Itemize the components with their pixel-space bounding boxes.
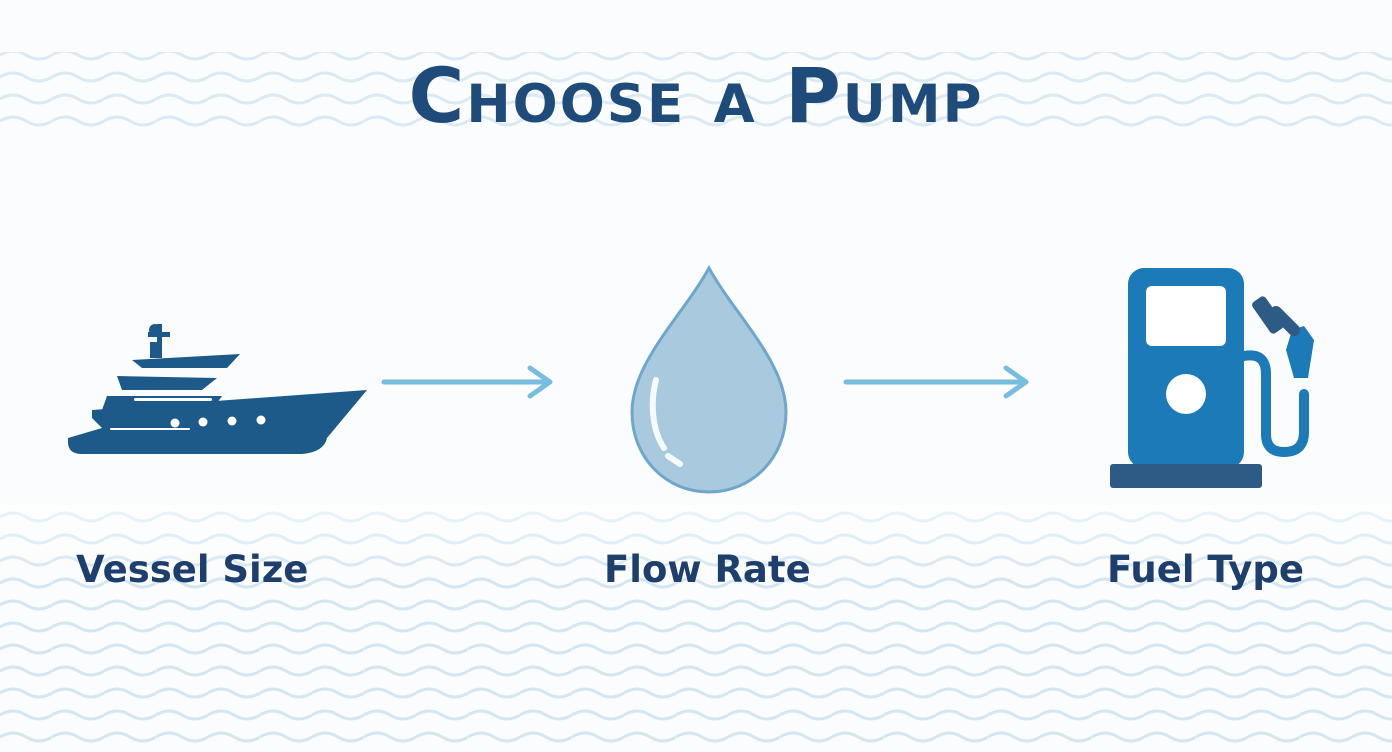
boat-icon: [68, 324, 367, 454]
arrow-1-icon: [381, 365, 553, 399]
water-drop-icon: [630, 264, 788, 494]
step-label-flow-rate: Flow Rate: [604, 548, 811, 591]
step-label-fuel-type: Fuel Type: [1107, 548, 1304, 591]
page-title: Choose a Pump: [408, 51, 984, 140]
arrow-2-icon: [843, 365, 1029, 399]
step-label-vessel-size: Vessel Size: [76, 548, 309, 591]
fuel-pump-icon: [1110, 268, 1314, 488]
